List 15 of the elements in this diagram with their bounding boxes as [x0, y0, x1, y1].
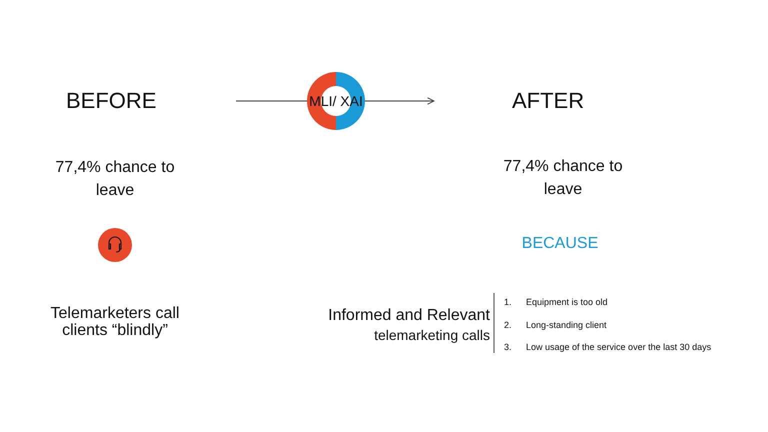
description-text: telemarketing calls — [373, 326, 490, 344]
list-item: Low usage of the service over the last 30 days — [526, 341, 712, 354]
description-text: Telemarketers call clients “blindly” — [50, 305, 180, 339]
list-number: 1. — [504, 296, 513, 309]
description-text: Informed and Relevant — [327, 306, 490, 326]
heading: AFTER — [512, 88, 584, 113]
list-number: 3. — [504, 341, 513, 354]
list-item: Equipment is too old — [526, 296, 609, 309]
probability-text: 77,4% chance to leave — [503, 157, 623, 200]
heading: BEFORE — [66, 88, 156, 113]
list-item: Long-standing client — [526, 319, 608, 332]
arrow — [364, 97, 434, 105]
probability-text: 77,4% chance to leave — [55, 158, 175, 201]
list-number: 2. — [504, 319, 513, 332]
section-heading: BECAUSE — [520, 234, 600, 254]
